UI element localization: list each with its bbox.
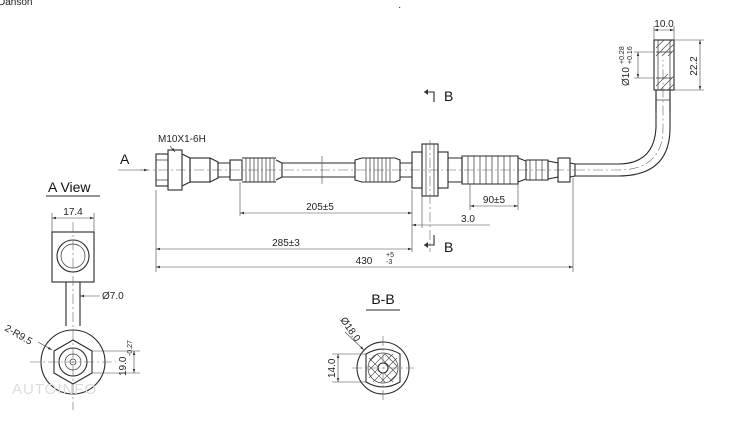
- mounting-bracket: [411, 140, 449, 252]
- section-title: B-B: [371, 291, 394, 307]
- dim-19: 19.0: [118, 356, 129, 376]
- a-view: A View 17.4 Ø7.0 2-R9.5 19.0 -0.27: [3, 179, 140, 410]
- dim-dia10-tol-up: +0.28: [619, 46, 626, 64]
- dim-430-tol-up: +5: [386, 252, 394, 259]
- dim-285: 285±3: [272, 238, 300, 249]
- dim-dia18: Ø18.0: [338, 315, 363, 344]
- section-b-b: B-B Ø18.0 14.0: [327, 291, 414, 400]
- corner-text: Danson: [0, 0, 32, 8]
- left-crimp-ribs: [241, 157, 283, 183]
- section-flat-profile: [365, 348, 401, 388]
- steel-pipe: [575, 60, 671, 177]
- dim-430: 430: [356, 256, 373, 267]
- dim-dia7: Ø7.0: [102, 291, 124, 302]
- dim-14: 14.0: [327, 358, 338, 378]
- view-a-arrow-label: A: [120, 151, 130, 167]
- hose-assembly: [140, 39, 675, 252]
- dim-10: 10.0: [654, 19, 674, 30]
- dim-3: 3.0: [461, 214, 475, 225]
- a-view-title: A View: [48, 179, 91, 195]
- dim-dia10: Ø10: [621, 67, 632, 86]
- dim-dia10-tol-down: +0.16: [627, 46, 634, 64]
- dim-205: 205±5: [306, 202, 334, 213]
- middle-crimp-ribs: [354, 157, 401, 183]
- left-hex: [167, 149, 183, 191]
- section-b-top-label: B: [444, 88, 453, 104]
- dim-430-tol-down: -3: [386, 259, 392, 266]
- dim-22: 22.2: [689, 56, 700, 76]
- dim-19-tol: -0.27: [127, 340, 134, 356]
- section-b-bottom-label: B: [444, 239, 453, 255]
- thread-label: M10X1-6H: [158, 134, 206, 145]
- main-dimensions: 205±5 90±5 3.0 285±3 430 +5 -3 M10X1-6H …: [118, 19, 704, 272]
- top-fitting: [653, 39, 675, 112]
- dim-90: 90±5: [483, 195, 506, 206]
- stray-mark: ·: [398, 2, 401, 13]
- dim-r95: 2-R9.5: [3, 323, 35, 348]
- dim-17: 17.4: [63, 207, 83, 218]
- watermark-text: AUTOINFO: [12, 381, 97, 398]
